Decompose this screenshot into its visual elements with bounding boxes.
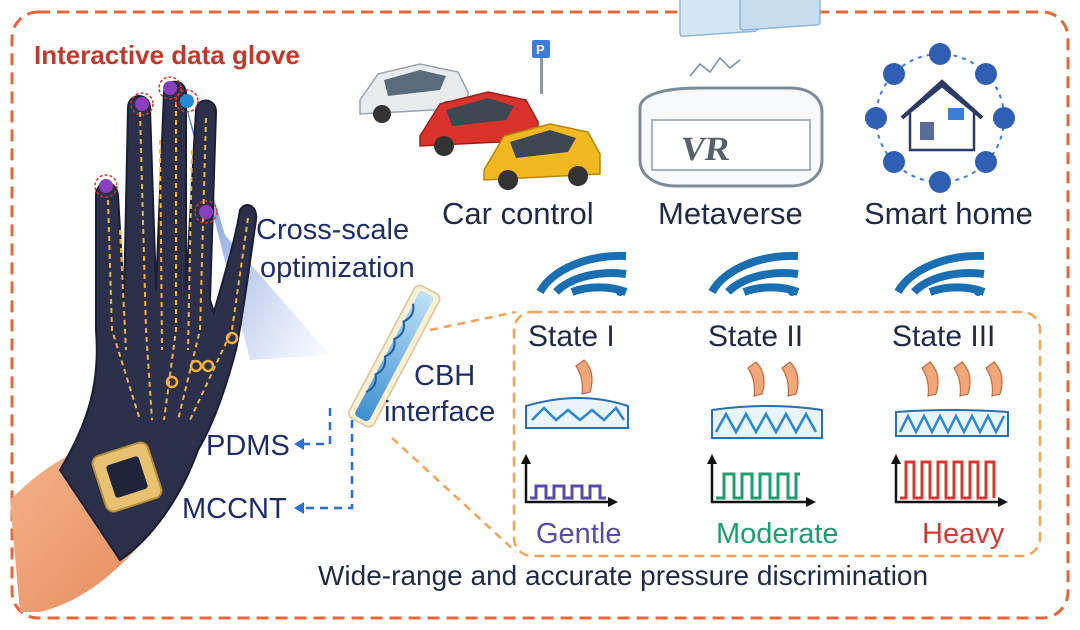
- pdms-arrow-head: [294, 438, 304, 450]
- mccnt-arrow-head: [294, 502, 304, 514]
- pressure-level-moderate: Moderate: [716, 518, 839, 550]
- state-label-3: State III: [892, 320, 996, 353]
- state-label-2: State II: [708, 320, 804, 353]
- wifi-icons: [536, 251, 986, 296]
- wifi-icon-3: [894, 251, 986, 296]
- parking-sign-icon: P: [532, 40, 550, 94]
- pressure-level-gentle: Gentle: [536, 518, 622, 550]
- scale-beam: [183, 95, 330, 360]
- material-label-pdms: PDMS: [206, 430, 290, 462]
- smart-home-icon: [865, 43, 1015, 193]
- diagram-title: Interactive data glove: [34, 40, 300, 70]
- finger-icon: [781, 361, 799, 397]
- data-glove-illustration: [10, 76, 258, 612]
- fingertip-sensors: [94, 76, 218, 224]
- outer-frame: [10, 10, 1070, 620]
- states-panel: [512, 310, 1042, 558]
- signal-arrowheads: [521, 454, 1008, 507]
- signal-gentle: [530, 484, 606, 500]
- signal-moderate: [716, 472, 800, 500]
- app-label-smart-home: Smart home: [864, 196, 1033, 231]
- cbh-interface-illustration: [348, 284, 441, 428]
- car-icon: P: [359, 40, 601, 190]
- optimization-label-line-1: Cross-scale: [256, 214, 410, 246]
- vr-headset-letters: VR: [678, 131, 733, 168]
- vr-headset-icon: VR: [638, 0, 824, 188]
- finger-icon: [953, 361, 971, 397]
- finger-icon: [985, 361, 1003, 397]
- wifi-icon-1: [536, 251, 628, 296]
- optimization-label-line-2: optimization: [260, 252, 415, 284]
- state-label-1: State I: [528, 320, 615, 353]
- app-label-metaverse: Metaverse: [658, 196, 803, 231]
- wifi-icon-2: [708, 251, 800, 296]
- finger-icon: [921, 361, 939, 397]
- callout-lines: [300, 310, 517, 553]
- interface-label-line-2: interface: [384, 396, 496, 428]
- state-2-sensor: [711, 361, 823, 439]
- parking-sign-letter: P: [536, 42, 545, 57]
- signal-heavy: [900, 460, 996, 500]
- finger-icon: [575, 359, 593, 395]
- footer-caption: Wide-range and accurate pressure discrim…: [318, 560, 929, 591]
- pressure-level-heavy: Heavy: [922, 518, 1005, 550]
- material-label-mccnt: MCCNT: [182, 493, 287, 525]
- state-1-sensor: [525, 359, 629, 429]
- app-label-car-control: Car control: [442, 196, 594, 231]
- signal-axes: [524, 460, 1002, 504]
- finger-icon: [747, 361, 765, 397]
- interface-label-line-1: CBH: [414, 360, 476, 392]
- state-3-sensor: [895, 361, 1009, 437]
